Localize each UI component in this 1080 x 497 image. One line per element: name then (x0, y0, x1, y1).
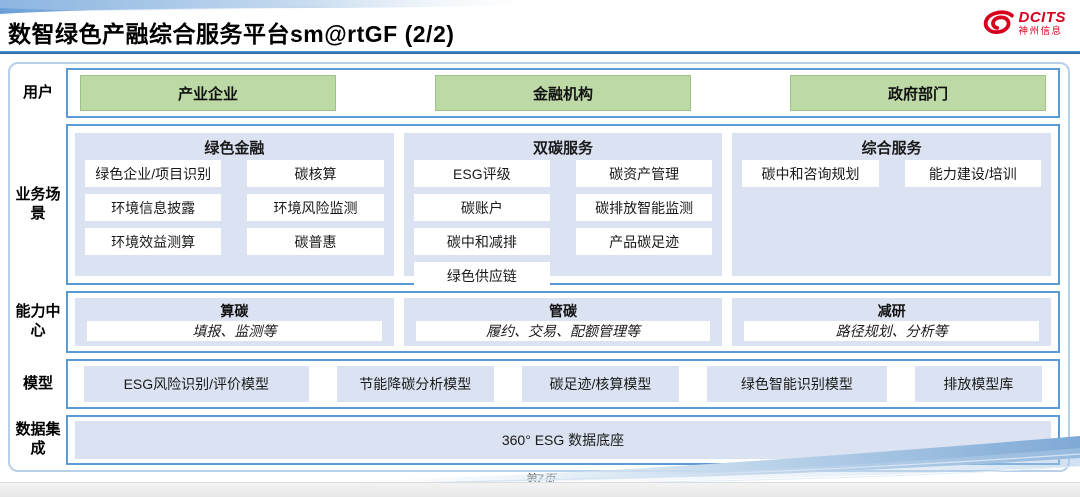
scenario-item: 碳中和咨询规划 (742, 160, 879, 187)
capability-title: 算碳 (220, 303, 249, 319)
row-label-scenarios: 业务场景 (15, 185, 61, 222)
title-divider (0, 51, 1080, 54)
scenario-column-green-finance: 绿色金融 绿色企业/项目识别 碳核算 环境信息披露 环境风险监测 环境效益测算 … (75, 133, 394, 276)
row-label-models: 模型 (22, 374, 53, 392)
user-box-government: 政府部门 (790, 75, 1046, 111)
data-base-box: 360° ESG 数据底座 (75, 421, 1051, 459)
scenario-item: 碳排放智能监测 (576, 194, 713, 221)
scenario-column-comprehensive: 综合服务 碳中和咨询规划 能力建设/培训 (732, 133, 1052, 276)
scenario-item-grid: ESG评级 碳资产管理 碳账户 碳排放智能监测 碳中和减排 产品碳足迹 绿色供应… (413, 160, 713, 289)
capability-desc: 路径规划、分析等 (744, 321, 1040, 341)
top-swoosh-decoration (0, 0, 560, 14)
scenario-item: 碳普惠 (247, 228, 384, 255)
row-data-integration: 数据集成 360° ESG 数据底座 (10, 415, 1060, 465)
row-users: 用户 产业企业 金融机构 政府部门 (10, 68, 1060, 118)
model-box: 排放模型库 (914, 366, 1043, 402)
model-box: 节能降碳分析模型 (336, 366, 494, 402)
bottom-gray-band (0, 482, 1080, 497)
model-box: ESG风险识别/评价模型 (84, 366, 309, 402)
scenario-column-title: 双碳服务 (533, 140, 594, 157)
scenario-item-grid: 碳中和咨询规划 能力建设/培训 (742, 160, 1042, 187)
capability-desc: 填报、监测等 (87, 321, 382, 341)
capability-calc-carbon: 算碳 填报、监测等 (75, 298, 394, 346)
scenario-item: ESG评级 (413, 160, 550, 187)
user-box-industry: 产业企业 (80, 75, 336, 111)
logo-text: DCITS 神州信息 (1019, 10, 1067, 37)
user-box-finance: 金融机构 (435, 75, 691, 111)
row-label-users: 用户 (22, 83, 53, 101)
scenario-item: 环境风险监测 (247, 194, 384, 221)
scenario-column-title: 绿色金融 (204, 140, 265, 157)
scenario-item-grid: 绿色企业/项目识别 碳核算 环境信息披露 环境风险监测 环境效益测算 碳普惠 (85, 160, 384, 255)
section-capabilities: 算碳 填报、监测等 管碳 履约、交易、配额管理等 减研 路径规划、分析等 (66, 291, 1060, 353)
scenario-item: 产品碳足迹 (576, 228, 713, 255)
dcits-logo: DCITS 神州信息 (980, 9, 1067, 37)
scenario-item: 环境效益测算 (85, 228, 222, 255)
dcits-swoosh-icon (983, 10, 1014, 34)
section-models: ESG风险识别/评价模型 节能降碳分析模型 碳足迹/核算模型 绿色智能识别模型 … (66, 359, 1060, 409)
section-scenarios: 绿色金融 绿色企业/项目识别 碳核算 环境信息披露 环境风险监测 环境效益测算 … (66, 124, 1060, 289)
scenario-item: 能力建设/培训 (904, 160, 1042, 187)
row-scenarios: 业务场景 绿色金融 绿色企业/项目识别 碳核算 环境信息披露 环境风险监测 环境… (10, 124, 1060, 289)
capability-manage-carbon: 管碳 履约、交易、配额管理等 (403, 298, 723, 346)
row-capabilities: 能力中心 算碳 填报、监测等 管碳 履约、交易、配额管理等 减研 路径规划、分析… (10, 291, 1060, 353)
capability-desc: 履约、交易、配额管理等 (415, 321, 711, 341)
scenario-item: 环境信息披露 (85, 194, 222, 221)
logo-brand: DCITS (1018, 8, 1066, 26)
model-box: 碳足迹/核算模型 (521, 366, 680, 402)
page-title: 数智绿色产融综合服务平台sm@rtGF (2/2) (8, 21, 455, 47)
row-label-data-integration: 数据集成 (15, 421, 61, 457)
scenario-item: 绿色企业/项目识别 (85, 160, 222, 187)
scenario-item: 绿色供应链 (413, 262, 550, 289)
scenario-item: 碳核算 (247, 160, 384, 187)
scenario-column-title: 综合服务 (861, 140, 922, 157)
capability-title: 减研 (877, 303, 906, 319)
diagram-frame: 用户 产业企业 金融机构 政府部门 业务场景 绿色金融 绿色企业/项目识别 碳核… (8, 62, 1070, 472)
scenario-item: 碳中和减排 (413, 228, 550, 255)
capability-reduce-research: 减研 路径规划、分析等 (732, 298, 1052, 346)
scenario-column-dual-carbon: 双碳服务 ESG评级 碳资产管理 碳账户 碳排放智能监测 碳中和减排 产品碳足迹… (403, 133, 723, 289)
scenario-item: 碳账户 (413, 194, 550, 221)
section-users: 产业企业 金融机构 政府部门 (66, 68, 1060, 118)
scenario-item: 碳资产管理 (576, 160, 713, 187)
model-box: 绿色智能识别模型 (707, 366, 887, 402)
row-label-capabilities: 能力中心 (15, 303, 61, 339)
section-data-integration: 360° ESG 数据底座 (66, 415, 1060, 465)
capability-title: 管碳 (549, 303, 577, 319)
logo-company: 神州信息 (1018, 25, 1063, 37)
row-models: 模型 ESG风险识别/评价模型 节能降碳分析模型 碳足迹/核算模型 绿色智能识别… (10, 359, 1060, 409)
